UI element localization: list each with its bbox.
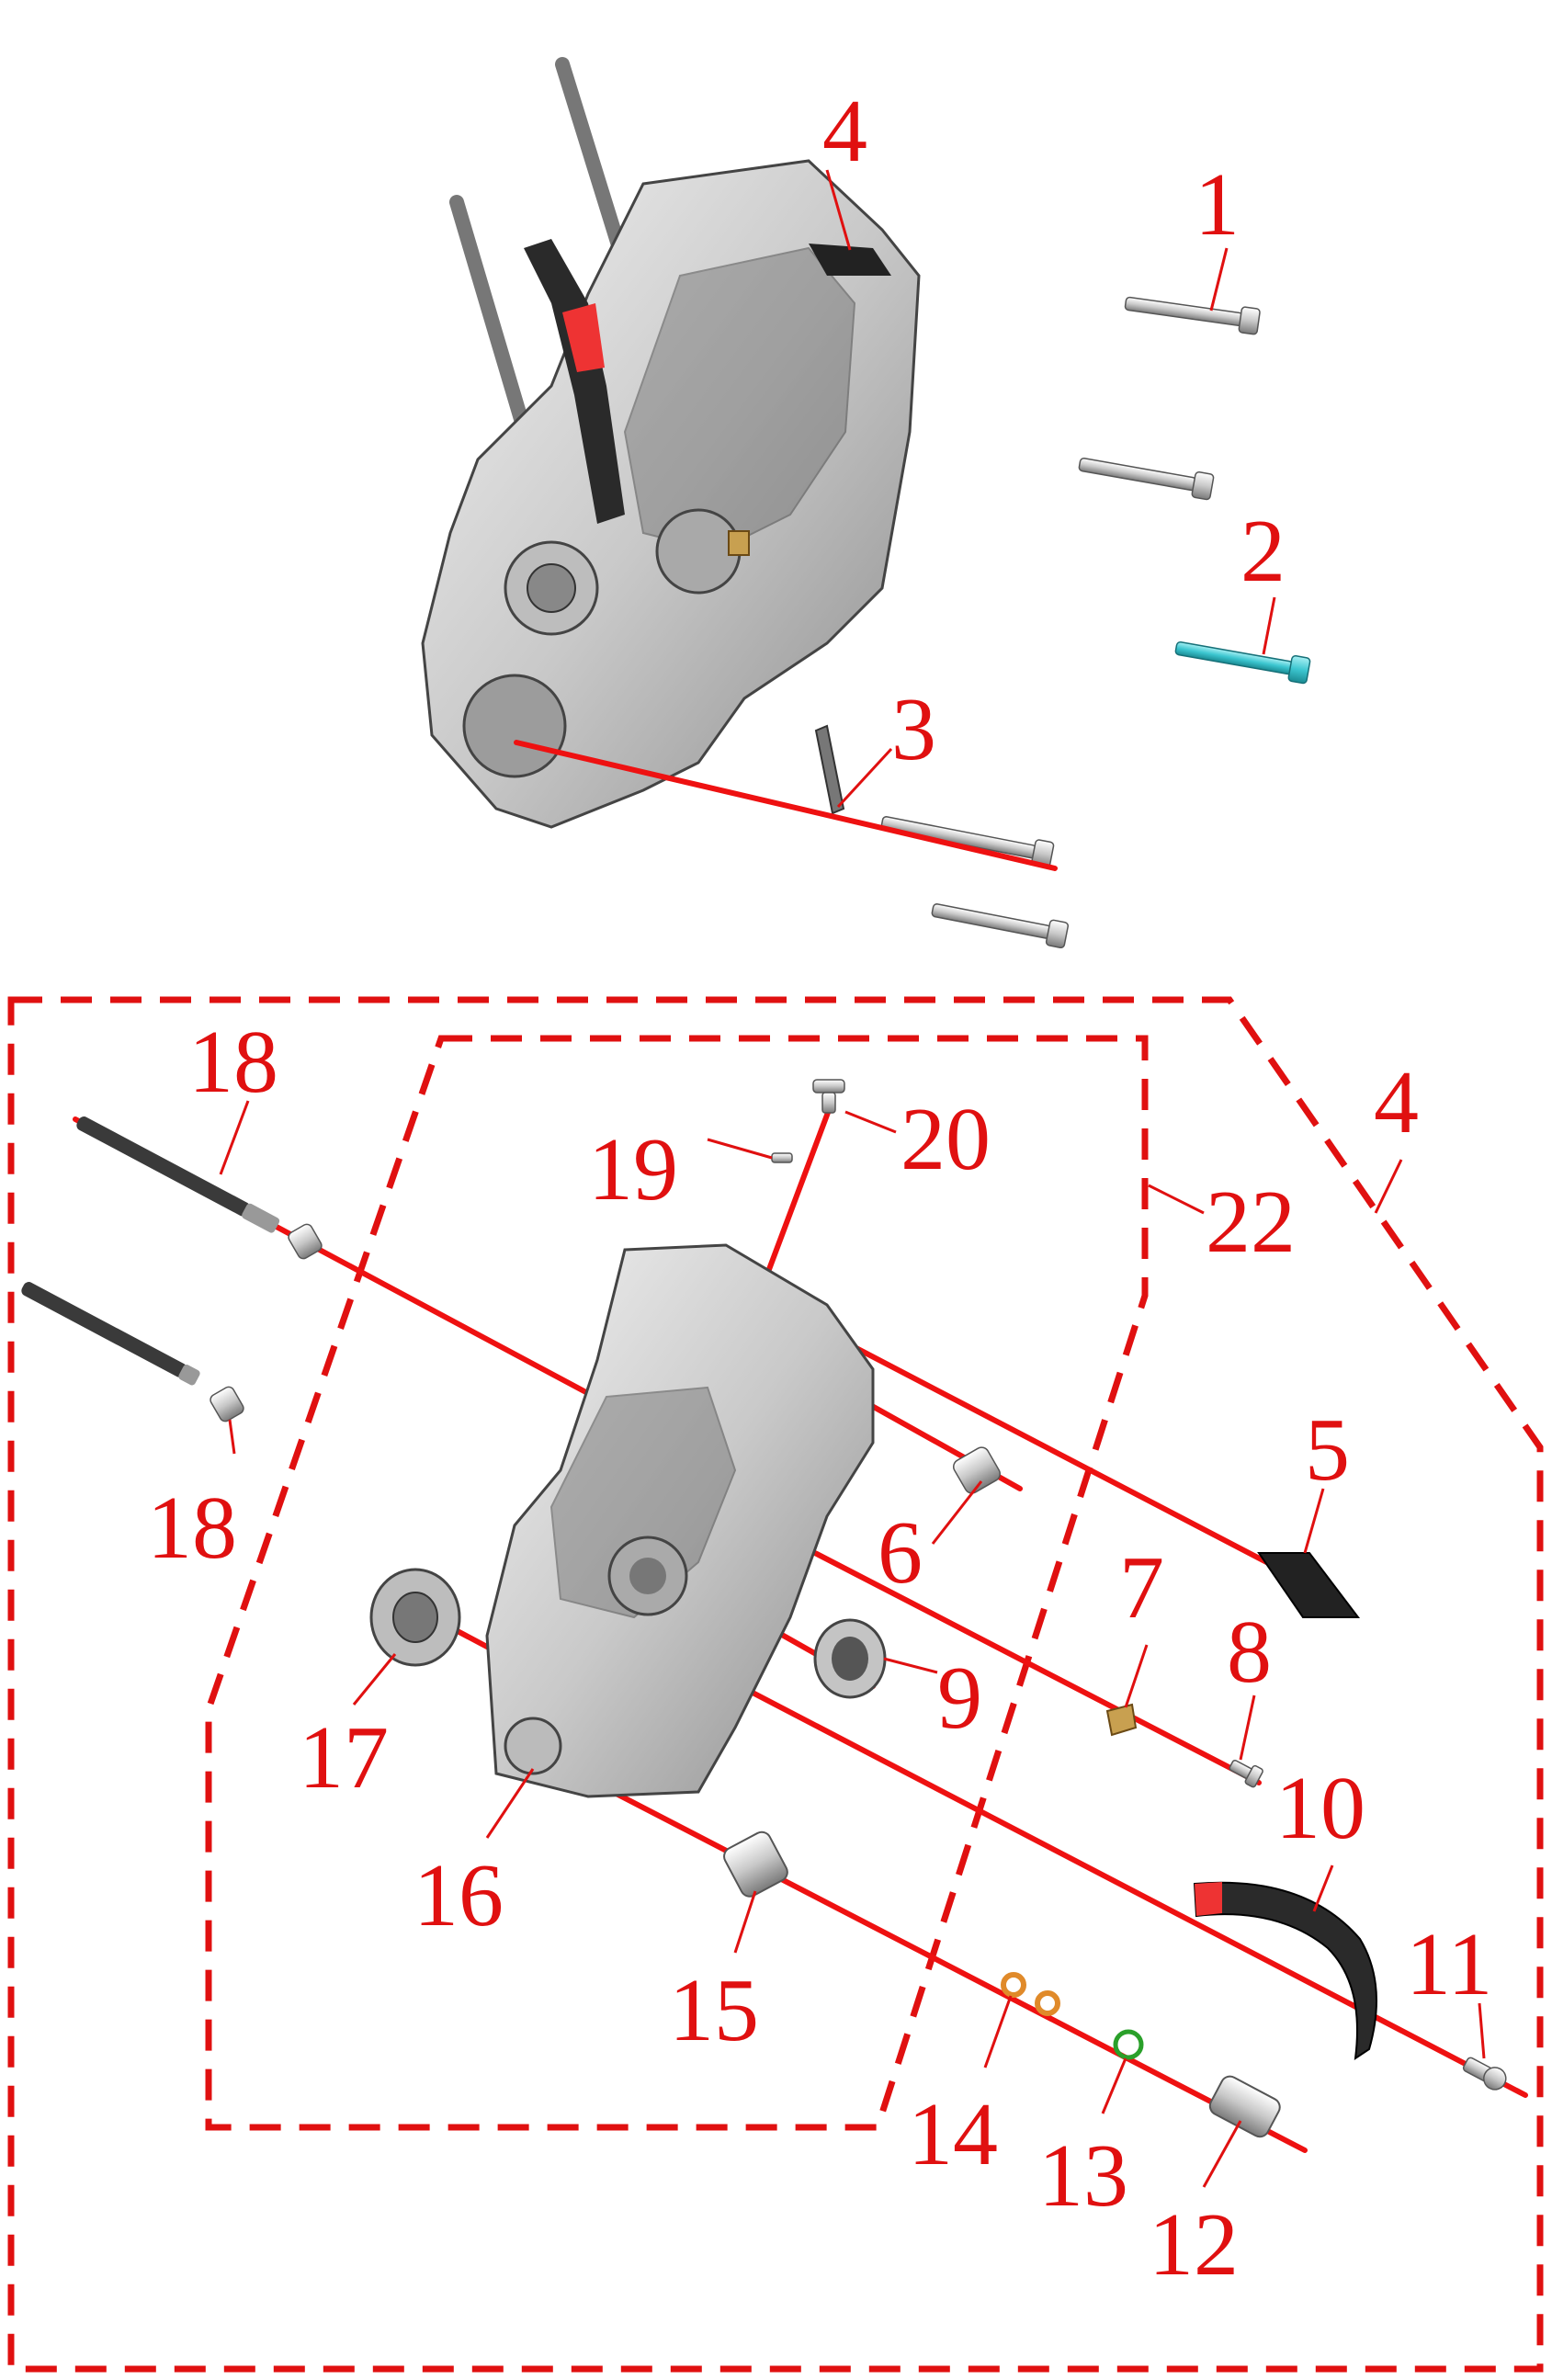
callout-17-group: 17	[299, 1653, 397, 1808]
gasket-strip-top	[809, 244, 891, 276]
washer-14b	[1035, 1990, 1060, 2016]
callout-8-group: 8	[1227, 1603, 1272, 1761]
callout-19: 18	[188, 1013, 278, 1112]
callout-4a: 4	[822, 82, 867, 181]
bolt-1-upper	[1124, 296, 1261, 335]
callout-15: 15	[669, 1961, 759, 2060]
callout-10: 10	[1275, 1759, 1365, 1858]
callout-5-group: 5	[1303, 1400, 1350, 1554]
clip-bracket-3	[814, 724, 845, 815]
callout-6: 6	[878, 1503, 923, 1603]
screw-8	[1229, 1760, 1263, 1788]
callout-6-group: 6	[878, 1480, 983, 1603]
callout-3: 3	[891, 680, 936, 779]
drain-boss	[462, 674, 567, 778]
chain-guide-10-red	[1195, 1882, 1222, 1916]
bushing-15	[723, 1830, 788, 1898]
bearing-bore	[655, 508, 742, 595]
seal-9	[813, 1618, 887, 1699]
callout-20: 19	[588, 1120, 678, 1219]
dowel-18	[210, 1386, 244, 1422]
exploded-bore-inner	[629, 1558, 666, 1594]
callout-4b-group: 4	[1374, 1053, 1419, 1214]
callout-16-group: 16	[413, 1768, 535, 1945]
callout-22: 22	[1206, 1173, 1296, 1272]
callout-13-group: 13	[1038, 2057, 1128, 2226]
bolt-1-lower	[1078, 457, 1215, 501]
boundary-4-outer	[7, 996, 1544, 2373]
callout-11-group: 11	[1406, 1915, 1492, 2059]
bolt-11	[1462, 2057, 1507, 2091]
axis-5	[806, 1320, 1340, 1602]
callout-13: 13	[1038, 2126, 1128, 2226]
callout-9: 9	[937, 1649, 982, 1748]
callout-18-group: 18	[147, 1419, 237, 1578]
callout-1: 1	[1195, 155, 1240, 255]
washer-14a	[1001, 1972, 1026, 1998]
callout-16: 16	[413, 1846, 504, 1945]
callout-12: 12	[1149, 2195, 1239, 2295]
callout-1-group: 1	[1195, 155, 1240, 312]
boundary-22-inner	[205, 1035, 1149, 2131]
crank-bore-inner	[527, 563, 576, 613]
callout-21: 20	[901, 1090, 991, 1189]
gasket-5	[1257, 1552, 1361, 1618]
axis-12	[530, 1748, 1308, 2153]
plug-12	[1208, 2075, 1281, 2138]
callout-21-group: 20	[844, 1090, 991, 1189]
screw-21	[812, 1079, 845, 1114]
callout-19-group: 18	[188, 1013, 278, 1175]
callout-15-group: 15	[669, 1890, 759, 2060]
chain-guide-top	[524, 239, 625, 524]
axis-11	[640, 1633, 1528, 2098]
callout-7: 7	[1119, 1538, 1164, 1638]
exploded-axes	[73, 1100, 1528, 2153]
callout-2: 2	[1240, 502, 1286, 601]
washer-20	[771, 1152, 793, 1163]
bronze-pin-7	[1105, 1703, 1138, 1737]
crankcase-half-exploded	[485, 1243, 875, 1798]
oring-13	[1113, 2029, 1144, 2060]
bolt-2-highlighted	[1174, 640, 1311, 685]
chain-guide-10	[1193, 1881, 1377, 2061]
axis-8	[732, 1509, 1262, 1785]
callout-3-group: 3	[836, 680, 936, 809]
top-crankcase-assembly	[421, 57, 921, 829]
callout-10-group: 10	[1275, 1759, 1365, 1912]
bolt-bottom-spare	[931, 903, 1070, 949]
exploded-mount	[504, 1717, 562, 1775]
callout-2-group: 2	[1240, 502, 1286, 655]
bolt-3-long	[880, 816, 1055, 868]
callout-4a-group: 4	[822, 82, 867, 251]
callout-4b: 4	[1374, 1053, 1419, 1152]
dowel-6	[952, 1446, 1002, 1494]
callout-14: 14	[908, 2085, 998, 2184]
dowel-19	[288, 1223, 323, 1260]
callout-18: 18	[147, 1479, 237, 1578]
callout-9-group: 9	[883, 1649, 982, 1748]
axis-21	[760, 1100, 834, 1289]
crankcase-half-top	[421, 159, 921, 829]
chain-guide-red-tab	[562, 303, 605, 372]
callout-12-group: 12	[1149, 2120, 1242, 2295]
callout-5: 5	[1305, 1400, 1350, 1500]
axis-top-bolt-3	[514, 740, 1058, 871]
stud-19	[76, 1116, 280, 1233]
stud-18-long	[21, 1282, 200, 1386]
callout-20-group: 19	[588, 1120, 773, 1219]
callout-8: 8	[1227, 1603, 1272, 1702]
bronze-dowel-top	[728, 530, 750, 556]
callout-22-group: 22	[1148, 1173, 1296, 1272]
callout-7-group: 7	[1119, 1538, 1164, 1708]
bearing-17	[369, 1568, 461, 1667]
callout-11: 11	[1406, 1915, 1492, 2014]
callout-14-group: 14	[908, 1995, 1013, 2184]
callout-17: 17	[299, 1708, 389, 1808]
